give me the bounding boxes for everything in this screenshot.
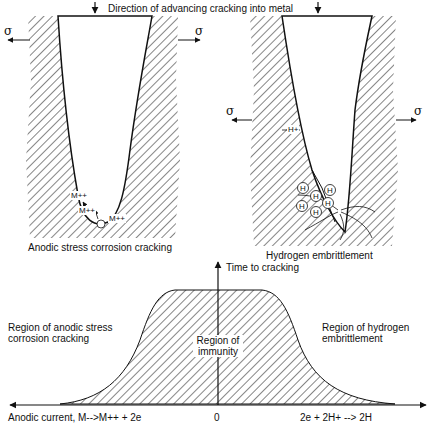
hydrogen-atom: H [327,186,333,195]
ion-label: M++ [108,214,126,223]
stress-symbol: σ [414,106,422,117]
hydrogen-atom: H [313,208,319,217]
axis-label: Time to cracking [226,262,299,273]
hydrogen-atom: H [313,192,319,201]
stress-symbol: σ [226,106,234,117]
caption-label: Hydrogen embrittlement [266,250,373,261]
stress-symbol: σ [195,26,203,37]
hydrogen-atom: H [299,202,305,211]
ion-label: H+ [287,125,299,134]
direction-label: Direction of advancing cracking into met… [108,3,293,14]
region-label: Region of hydrogen embrittlement [322,322,422,344]
region-label: Region of anodic stress corrosion cracki… [8,322,128,344]
hydrogen-atom: H [300,184,306,193]
ion-label: M++ [70,191,88,200]
ion-label: M++ [78,206,96,215]
caption-label: Anodic stress corrosion cracking [28,242,172,253]
axis-label: 2e + 2H+ --> 2H [300,412,372,423]
axis-label: Anodic current, M-->M++ + 2e [8,412,141,423]
axis-label: 0 [214,412,220,423]
hydrogen-atom: H [325,199,331,208]
stress-symbol: σ [4,26,12,37]
region-label: Region of immunity [193,335,243,357]
